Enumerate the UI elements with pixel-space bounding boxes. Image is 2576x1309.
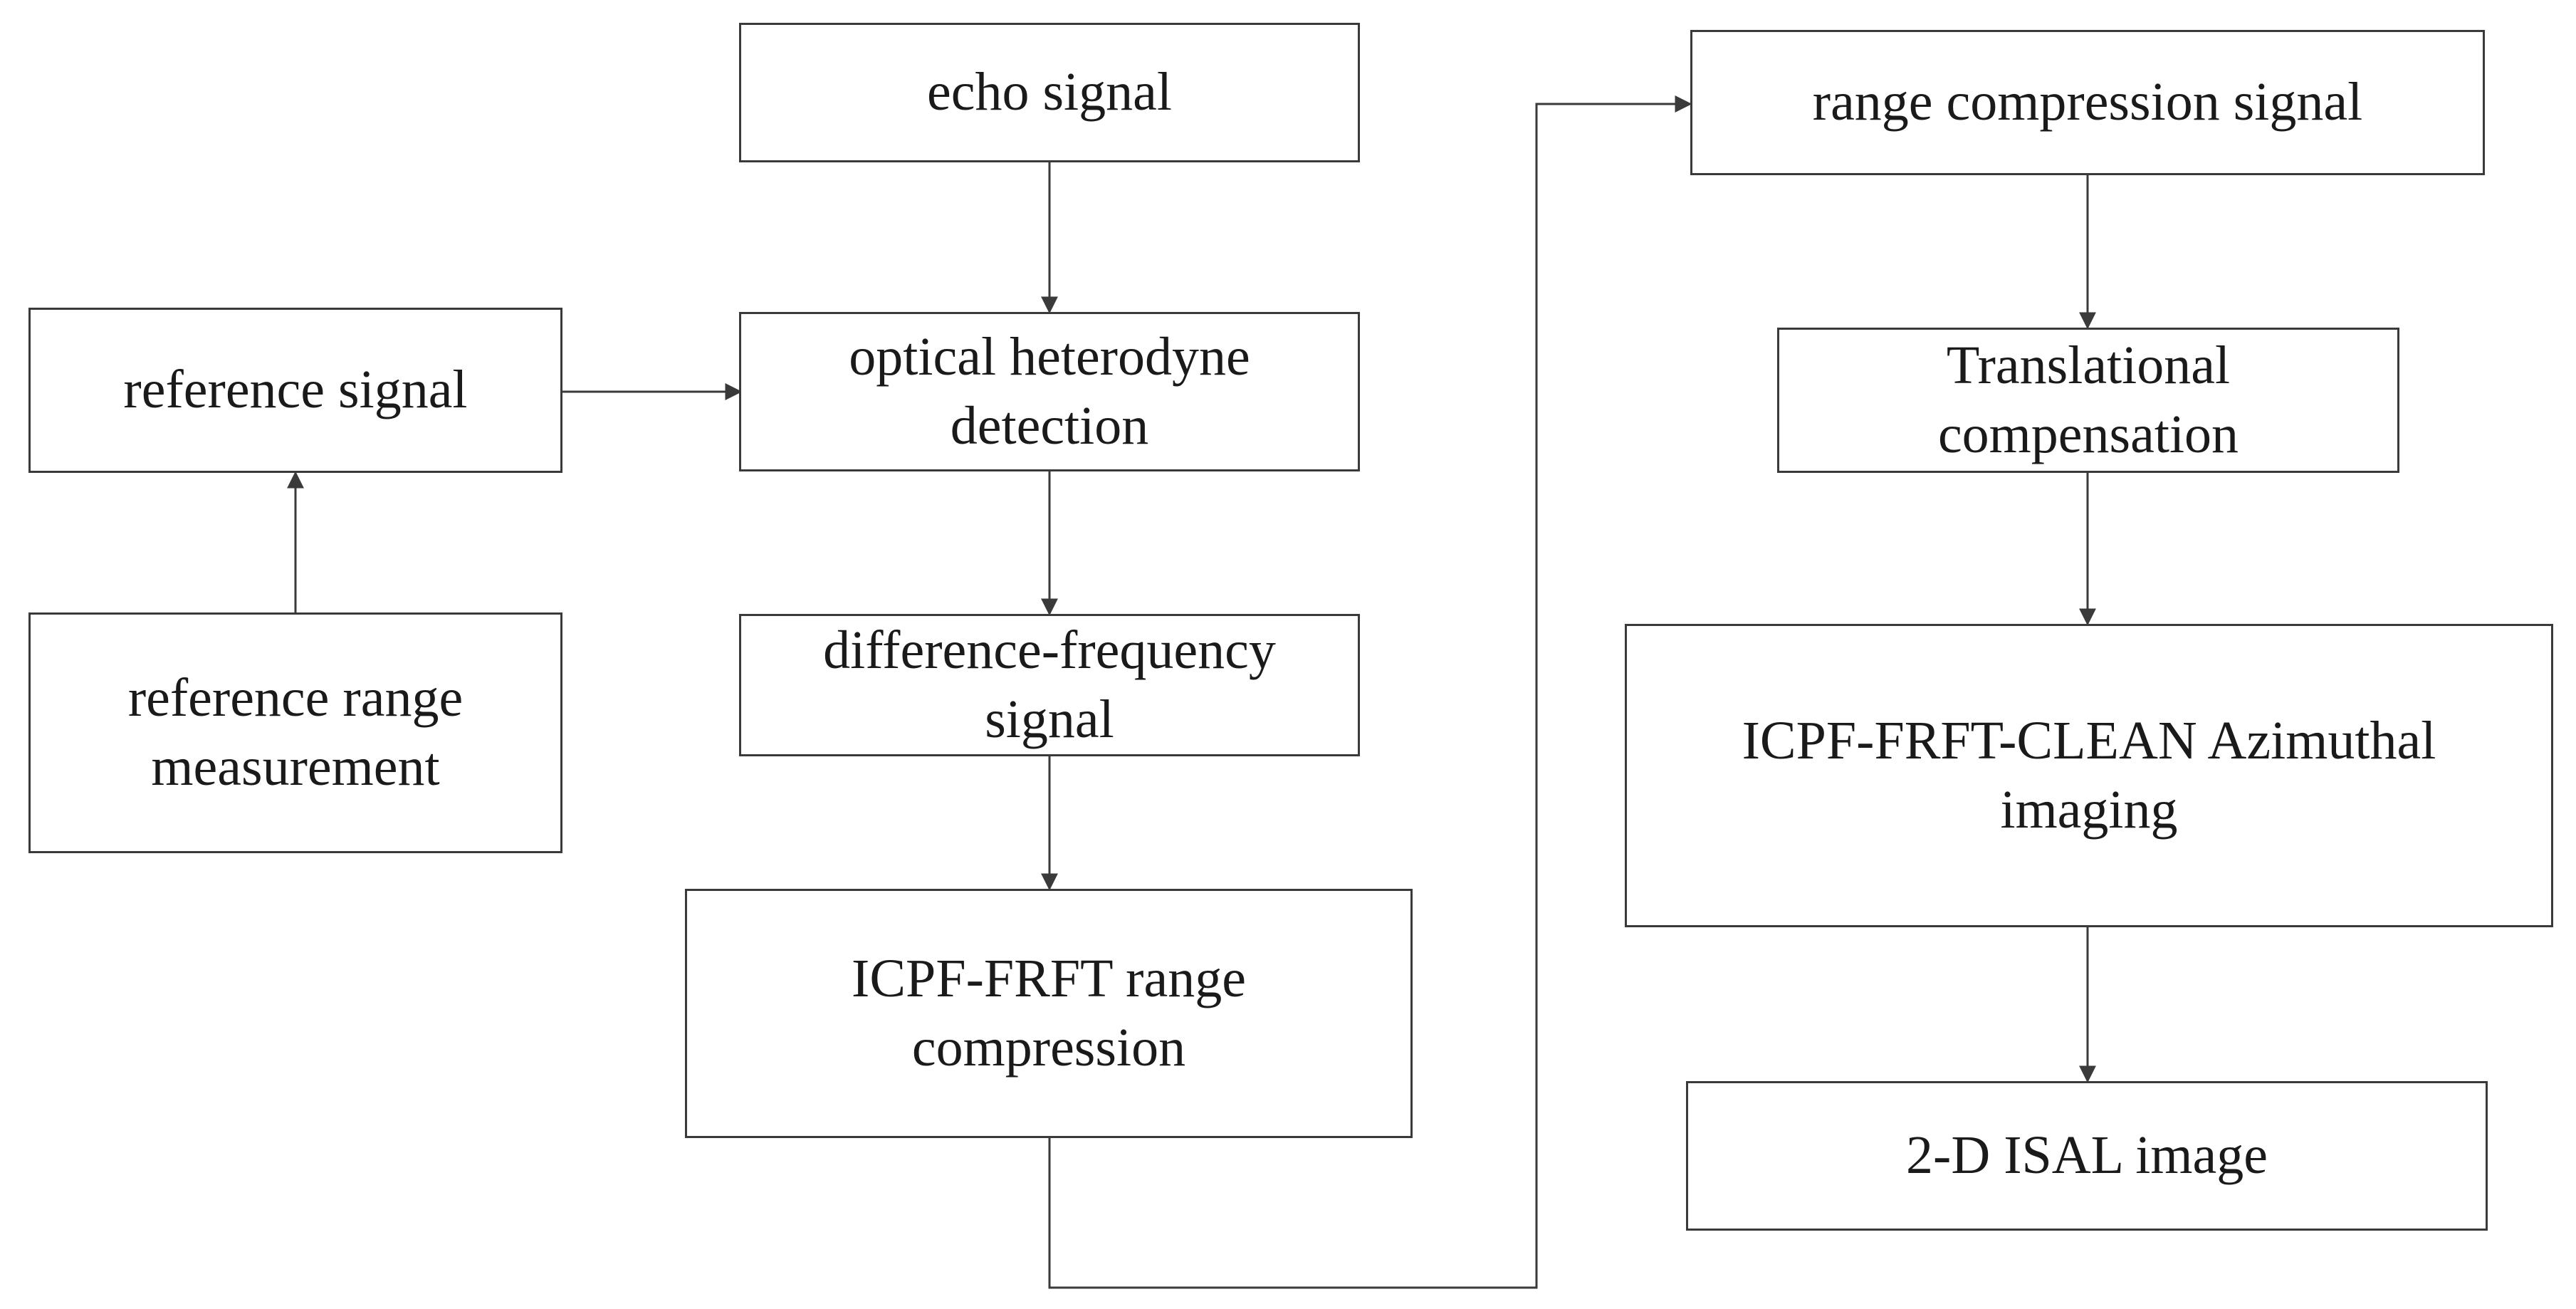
- range-compression-signal-label: range compression signal: [1812, 72, 2363, 132]
- reference-range-measurement-box: reference range measurement: [28, 612, 562, 853]
- translational-label-line-2: compensation: [1937, 405, 2239, 464]
- isal-image-label: 2-D ISAL image: [1906, 1125, 2268, 1186]
- reference-range-label-line-1: reference range: [127, 667, 464, 728]
- echo-signal-label: echo signal: [926, 62, 1172, 122]
- azimuthal-imaging-label-line-1: ICPF-FRFT-CLEAN Azimuthal: [1742, 710, 2436, 771]
- translational-label-line-1: Translational: [1946, 335, 2231, 395]
- icpf-frft-range-compression-box: ICPF-FRFT range compression: [685, 889, 1413, 1138]
- optical-heterodyne-label-line-1: optical heterodyne: [849, 326, 1250, 387]
- translational-compensation-box: Translational compensation: [1777, 328, 2399, 473]
- edge-icpf-range-to-range-compression-signal: [1048, 95, 1692, 1289]
- reference-signal-label: reference signal: [123, 360, 468, 420]
- optical-heterodyne-detection-box: optical heterodyne detection: [739, 312, 1360, 471]
- icpf-frft-range-label-line-2: compression: [911, 1018, 1186, 1078]
- 2d-isal-image-box: 2-D ISAL image: [1686, 1081, 2488, 1231]
- difference-frequency-signal-box: difference-frequency signal: [739, 614, 1360, 756]
- azimuthal-imaging-label-line-2: imaging: [2000, 780, 2178, 840]
- difference-frequency-label-line-1: difference-frequency: [823, 620, 1276, 680]
- reference-range-label-line-2: measurement: [151, 737, 440, 797]
- reference-signal-box: reference signal: [28, 308, 562, 473]
- echo-signal-box: echo signal: [739, 23, 1360, 162]
- difference-frequency-label-line-2: signal: [985, 689, 1114, 749]
- range-compression-signal-box: range compression signal: [1690, 30, 2485, 175]
- icpf-frft-clean-azimuthal-imaging-box: ICPF-FRFT-CLEAN Azimuthal imaging: [1625, 624, 2553, 927]
- icpf-frft-range-label-line-1: ICPF-FRFT range: [852, 948, 1246, 1008]
- optical-heterodyne-label-line-2: detection: [950, 396, 1149, 456]
